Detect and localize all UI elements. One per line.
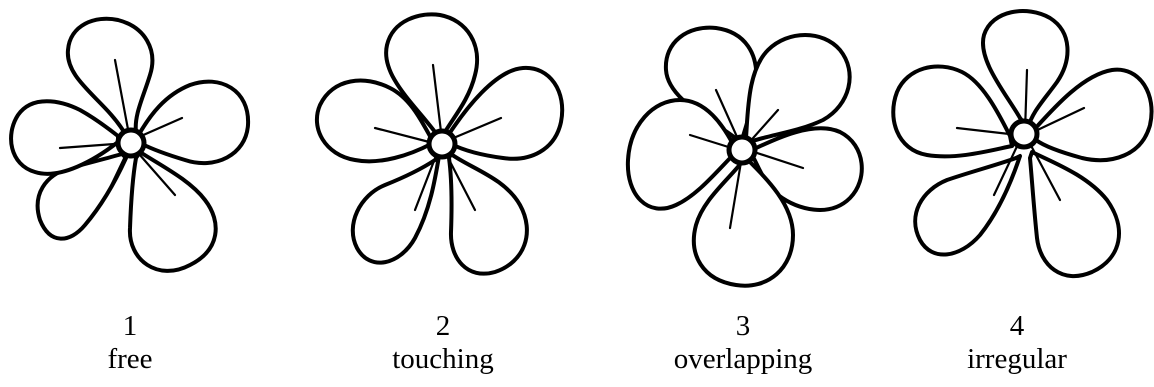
flower-touching-svg: [314, 12, 565, 276]
flower-number: 2: [435, 310, 451, 342]
caption-free: 1 free: [30, 310, 230, 376]
caption-touching: 2 touching: [343, 310, 543, 376]
flower-overlapping-svg: [625, 25, 864, 288]
flower-label: free: [107, 343, 153, 375]
flower-number: 4: [1009, 310, 1025, 342]
flower-label: touching: [392, 343, 494, 375]
flower-label: irregular: [967, 343, 1067, 375]
flower-label: overlapping: [673, 343, 813, 375]
caption-irregular: 4 irregular: [917, 310, 1117, 376]
flower-free-svg: [9, 16, 251, 273]
flower-number: 3: [735, 310, 751, 342]
caption-overlapping: 3 overlapping: [643, 310, 843, 376]
flower-irregular-svg: [891, 9, 1154, 279]
flower-number: 1: [122, 310, 138, 342]
